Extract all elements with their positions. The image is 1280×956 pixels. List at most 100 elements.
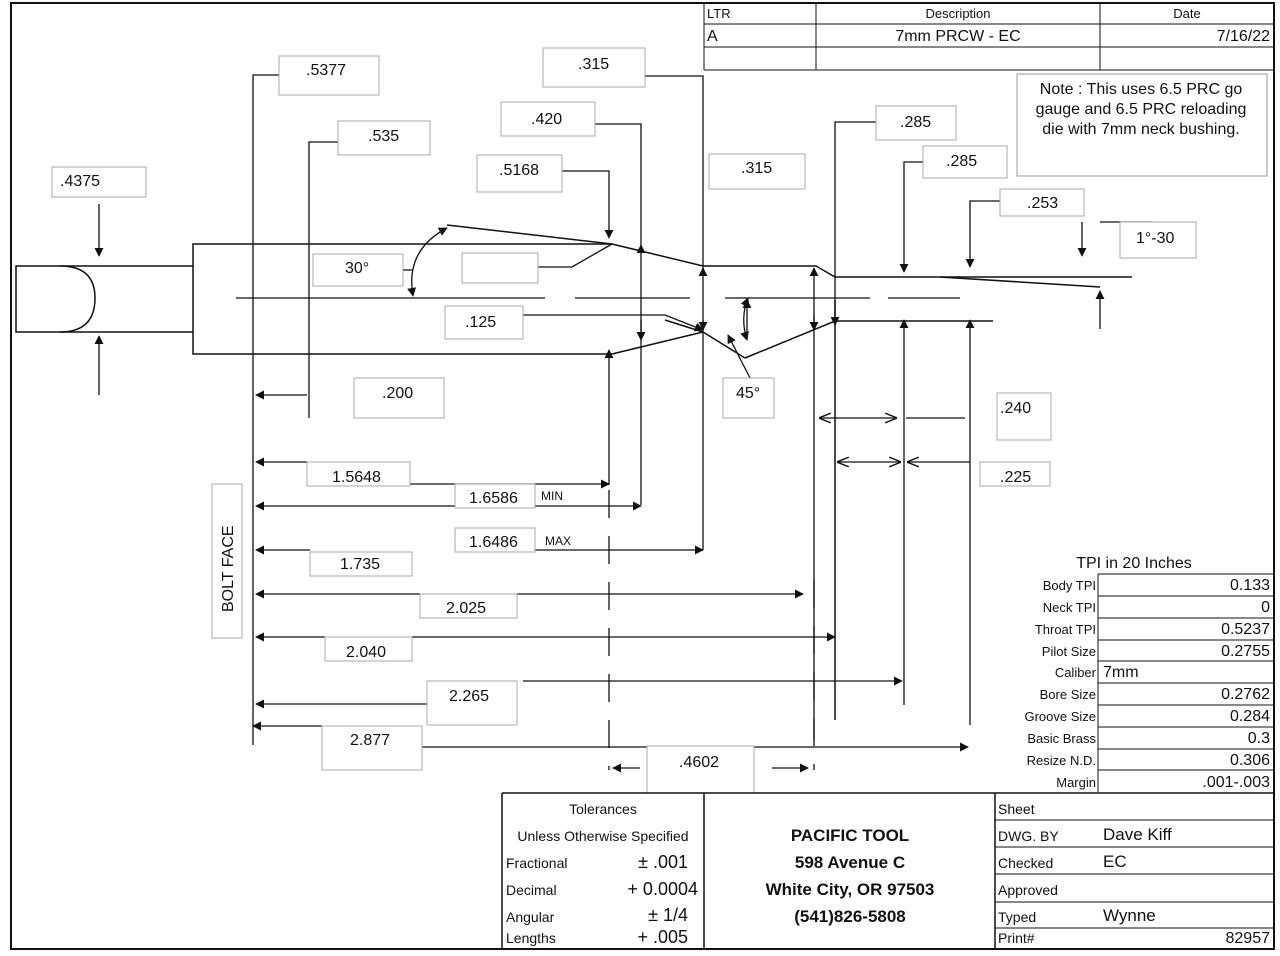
company-block: PACIFIC TOOL 598 Avenue C White City, OR… [766,826,935,926]
tpi-label: Body TPI [1043,578,1096,593]
checked-label: Checked [998,855,1053,871]
dim-taper: 1°-30 [1136,230,1175,247]
dim-420: .420 [531,111,562,128]
dwg-by-value: Dave Kiff [1103,825,1172,844]
tolerances-title: Tolerances [569,801,637,817]
title-block-grid [501,792,1274,949]
dim-l-15648: 1.5648 [332,469,381,486]
reamer-shank [15,265,194,333]
company-address-1: 598 Avenue C [795,853,905,872]
approved-label: Approved [998,882,1058,898]
dwg-by-label: DWG. BY [998,828,1059,844]
signoff-grid [995,819,1274,929]
rev-date-cell: 7/16/22 [1217,28,1270,45]
dimension-boxes [51,47,1197,794]
dim-125: .125 [465,314,496,331]
rev-ltr-header: LTR [707,6,731,21]
typed-value: Wynne [1103,906,1156,925]
note-line-2: gauge and 6.5 PRC reloading [1036,101,1247,118]
note-box [1016,73,1268,177]
dim-l-2040: 2.040 [346,644,386,661]
dim-200: .200 [382,385,413,402]
tpi-label: Margin [1056,775,1096,790]
tpi-label: Caliber [1055,665,1097,680]
tpi-label: Bore Size [1040,687,1096,702]
dim-l-16586: 1.6586 [469,490,518,507]
neck-length-arrows [820,418,970,462]
tolerance-label: Fractional [506,855,567,871]
tpi-value: 0.2755 [1221,643,1270,660]
note-line-1: Note : This uses 6.5 PRC go [1040,81,1243,98]
print-value: 82957 [1226,930,1271,947]
dim-l-2877: 2.877 [350,732,390,749]
tpi-table-grid [1097,573,1274,792]
tpi-value: 7mm [1103,664,1139,681]
tpi-value: 0 [1261,599,1270,616]
tolerance-value: ± 1/4 [648,905,688,925]
sheet-label: Sheet [998,801,1035,817]
dim-240: .240 [1000,400,1031,417]
chamber-outline [192,224,1132,359]
tpi-label: Throat TPI [1035,622,1096,637]
rev-description-header: Description [925,6,990,21]
dim-l-1735: 1.735 [340,556,380,573]
dim-5377: .5377 [306,62,346,79]
tpi-label: Pilot Size [1042,644,1096,659]
rev-description-cell: 7mm PRCW - EC [895,28,1020,45]
dim-l-2025: 2.025 [446,600,486,617]
tolerance-label: Lengths [506,930,556,946]
tpi-value: 0.3 [1248,730,1270,747]
dim-l-2265: 2.265 [449,688,489,705]
rev-ltr-cell: A [707,28,718,45]
dim-225: .225 [1000,469,1031,486]
typed-label: Typed [998,909,1036,925]
tpi-label: Neck TPI [1043,600,1096,615]
dim-315-mid: .315 [741,160,772,177]
dim-4602: .4602 [679,754,719,771]
revision-block [703,3,1274,71]
bolt-face-label: BOLT FACE [220,525,237,612]
checked-value: EC [1103,852,1127,871]
length-dimension-lines [252,390,969,773]
tolerances-subtitle: Unless Otherwise Specified [517,828,688,844]
tpi-value: .001-.003 [1202,774,1270,791]
rev-date-header: Date [1173,6,1200,21]
dim-shoulder-angle: 30° [345,260,369,277]
tpi-value: 0.284 [1230,708,1270,725]
sheet-border [10,2,1275,950]
leader-lines [252,74,1153,745]
tolerance-value: ± .001 [638,852,688,872]
tpi-label: Groove Size [1024,709,1096,724]
company-address-2: White City, OR 97503 [766,880,935,899]
dim-535: .535 [368,128,399,145]
tpi-table-title: TPI in 20 Inches [1076,555,1192,572]
dim-rim-dia: .4375 [60,173,100,190]
tpi-value: 0.2762 [1221,686,1270,703]
tpi-value: 0.306 [1230,752,1270,769]
dimension-labels: .4375 .5377 .535 .315 .420 .5168 .315 .2… [60,56,1175,771]
tpi-label: Basic Brass [1027,731,1096,746]
note-line-3: die with 7mm neck bushing. [1042,121,1239,138]
tolerance-value: + 0.0004 [627,879,698,899]
dim-throat-angle: 45° [736,385,760,402]
tpi-table-rows: Body TPI 0.133 Neck TPI 0 Throat TPI 0.5… [1024,577,1270,791]
print-label: Print# [998,930,1035,946]
tolerance-label: Decimal [506,882,557,898]
dim-l-16486: 1.6486 [469,534,518,551]
dim-285-a: .285 [900,114,931,131]
tolerance-label: Angular [506,909,555,925]
dim-253: .253 [1027,195,1058,212]
dim-min-label: MIN [541,489,563,503]
dim-5168: .5168 [499,162,539,179]
tpi-value: 0.133 [1230,577,1270,594]
dim-285-b: .285 [946,153,977,170]
tpi-value: 0.5237 [1221,621,1270,638]
tolerance-rows: Fractional ± .001 Decimal + 0.0004 Angul… [506,852,698,947]
tolerance-value: + .005 [637,927,688,947]
signoff-block: Sheet DWG. BY Dave Kiff Checked EC Appro… [998,801,1270,947]
company-name: PACIFIC TOOL [791,826,909,845]
dim-315-top: .315 [578,56,609,73]
company-phone: (541)826-5808 [794,907,906,926]
dim-max-label: MAX [545,534,571,548]
